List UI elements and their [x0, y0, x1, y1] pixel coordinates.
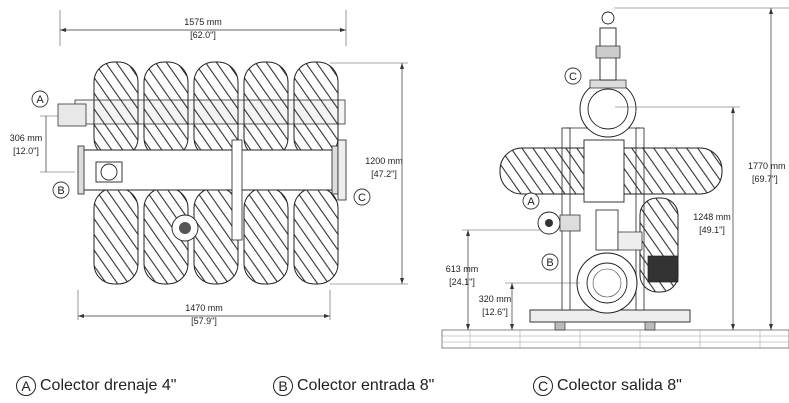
mid-height-mm: 1248 mm	[693, 212, 731, 222]
filter-row	[93, 61, 339, 285]
legend-circle-c: C	[533, 376, 553, 396]
base-height-in: [12.6"]	[482, 307, 508, 317]
total-height-in: [69.7"]	[752, 174, 778, 184]
legend-item-c: C Colector salida 8"	[533, 374, 682, 398]
inlet-height-mm: 613 mm	[446, 264, 479, 274]
front-label-a: A	[36, 94, 44, 106]
bottom-width-mm: 1470 mm	[185, 303, 223, 313]
inlet-height-in: [24.1"]	[449, 277, 475, 287]
front-view: 1575 mm [62.0"] 1470 mm [57.9"] 1200 mm …	[10, 10, 408, 326]
mid-height-in: [49.1"]	[699, 225, 725, 235]
height-mm: 1200 mm	[365, 156, 403, 166]
side-label-a: A	[527, 196, 535, 208]
inlet-manifold	[79, 149, 337, 191]
legend-text-a: Colector drenaje 4"	[40, 377, 177, 394]
ground-slab	[441, 329, 789, 349]
bottom-width-in: [57.9"]	[191, 316, 217, 326]
outlet-offset-mm: 306 mm	[10, 133, 43, 143]
side-view: C A B 1770 mm [69.7"] 1248 mm [49.1"] 61…	[441, 7, 789, 349]
outlet-offset-in: [12.0"]	[13, 146, 39, 156]
legend-circle-b: B	[273, 376, 293, 396]
legend-item-b: B Colector entrada 8"	[273, 374, 434, 398]
overall-width-in: [62.0"]	[190, 30, 216, 40]
legend-circle-a: A	[16, 376, 36, 396]
legend-item-a: A Colector drenaje 4"	[16, 374, 176, 398]
front-label-c: C	[358, 192, 366, 204]
base-height-mm: 320 mm	[479, 294, 512, 304]
height-in: [47.2"]	[371, 169, 397, 179]
legend-text-b: Colector entrada 8"	[297, 377, 435, 394]
total-height-mm: 1770 mm	[748, 161, 786, 171]
front-label-b: B	[57, 185, 64, 197]
side-label-c: C	[569, 71, 577, 83]
side-label-b: B	[546, 257, 553, 269]
overall-width-mm: 1575 mm	[184, 17, 222, 27]
legend-text-c: Colector salida 8"	[557, 377, 682, 394]
